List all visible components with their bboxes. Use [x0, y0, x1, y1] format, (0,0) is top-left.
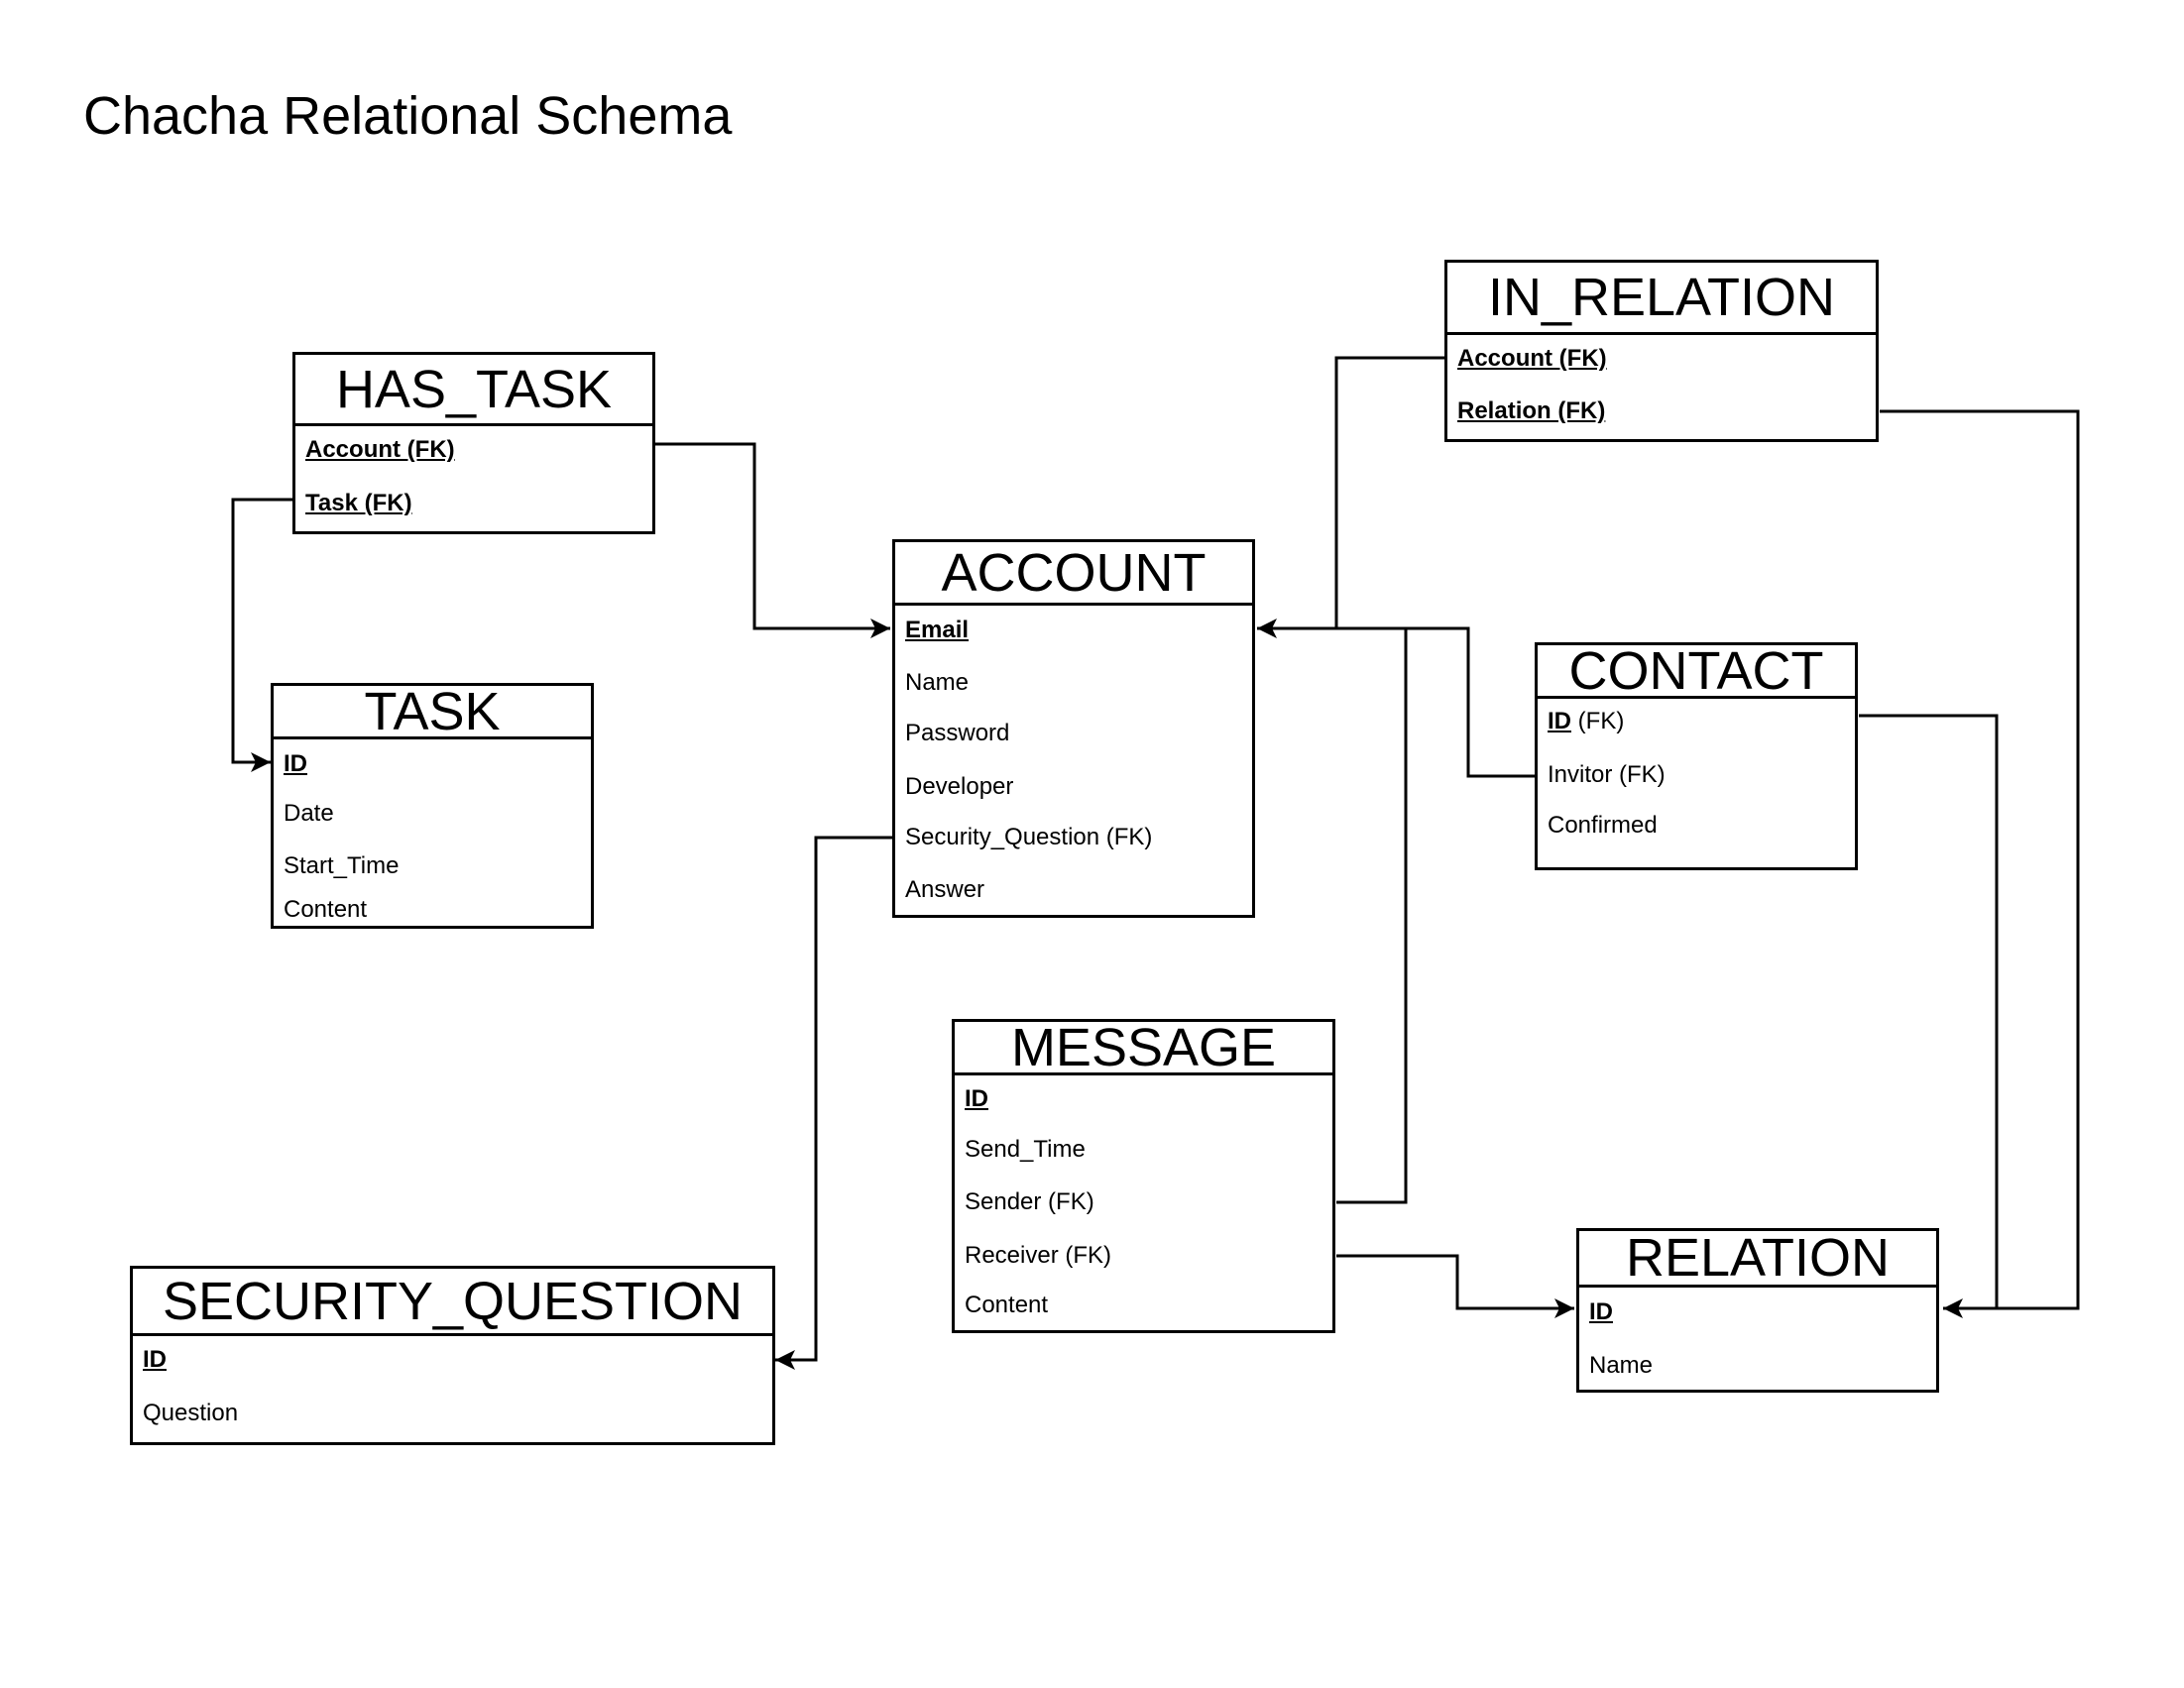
attribute-question: Question: [143, 1400, 239, 1426]
attribute-name: Name: [1589, 1352, 1654, 1379]
entity-header: HAS_TASK: [295, 355, 652, 426]
connector-in-relation-account: [1257, 356, 1447, 638]
attribute-confirmed: Confirmed: [1548, 812, 1658, 839]
attribute-password: Password: [905, 720, 1010, 746]
attribute-id-fk: ID (FK): [1548, 708, 1625, 734]
entity-in-relation: IN_RELATION Account (FK) Relation (FK): [1444, 260, 1879, 442]
entity-relation: RELATION ID Name: [1576, 1228, 1939, 1393]
attribute-date: Date: [284, 800, 334, 827]
entity-header: IN_RELATION: [1447, 263, 1876, 335]
attribute-developer: Developer: [905, 773, 1014, 800]
diagram-title: Chacha Relational Schema: [83, 86, 733, 146]
attribute-answer: Answer: [905, 876, 985, 903]
attribute-content: Content: [965, 1292, 1049, 1318]
attribute-id: ID: [965, 1085, 988, 1112]
entity-header: TASK: [274, 686, 591, 739]
attribute-invitor-fk: Invitor (FK): [1548, 761, 1666, 788]
attribute-receiver-fk: Receiver (FK): [965, 1242, 1112, 1269]
entity-header: ACCOUNT: [895, 542, 1252, 606]
attribute-send-time: Send_Time: [965, 1136, 1086, 1163]
connector-contact-invitor: [1336, 626, 1538, 778]
entity-has-task: HAS_TASK Account (FK) Task (FK): [292, 352, 655, 534]
connector-message-receiver: [1336, 1254, 1574, 1318]
attribute-sender-fk: Sender (FK): [965, 1188, 1094, 1215]
attribute-account-fk: Account (FK): [1457, 345, 1607, 372]
attribute-security-question-fk: Security_Question (FK): [905, 824, 1153, 850]
attribute-id: ID: [143, 1346, 167, 1373]
entity-header: MESSAGE: [955, 1022, 1332, 1075]
connector-contact-id: [1859, 714, 1999, 1308]
attribute-id: ID: [1589, 1298, 1613, 1325]
attribute-content: Content: [284, 896, 368, 923]
entity-header: RELATION: [1579, 1231, 1936, 1288]
connector-has-task-task: [231, 498, 292, 772]
connector-has-task-account: [655, 442, 890, 638]
entity-message: MESSAGE ID Send_Time Sender (FK) Receive…: [952, 1019, 1335, 1333]
attribute-relation-fk: Relation (FK): [1457, 397, 1606, 424]
connector-account-security-question: [775, 836, 895, 1370]
entity-header: CONTACT: [1538, 645, 1855, 699]
attribute-start-time: Start_Time: [284, 852, 400, 879]
connector-message-sender: [1336, 628, 1408, 1204]
attribute-task-fk: Task (FK): [305, 490, 412, 516]
entity-header: SECURITY_QUESTION: [133, 1269, 772, 1336]
entity-account: ACCOUNT Email Name Password Developer Se…: [892, 539, 1255, 918]
attribute-account-fk: Account (FK): [305, 436, 455, 463]
entity-security-question: SECURITY_QUESTION ID Question: [130, 1266, 775, 1445]
entity-contact: CONTACT ID (FK) Invitor (FK) Confirmed: [1535, 642, 1858, 870]
connector-in-relation-relation: [1880, 409, 2080, 1318]
entity-task: TASK ID Date Start_Time Content: [271, 683, 594, 929]
attribute-email: Email: [905, 617, 970, 643]
attribute-id: ID: [284, 750, 307, 777]
attribute-name: Name: [905, 669, 970, 696]
